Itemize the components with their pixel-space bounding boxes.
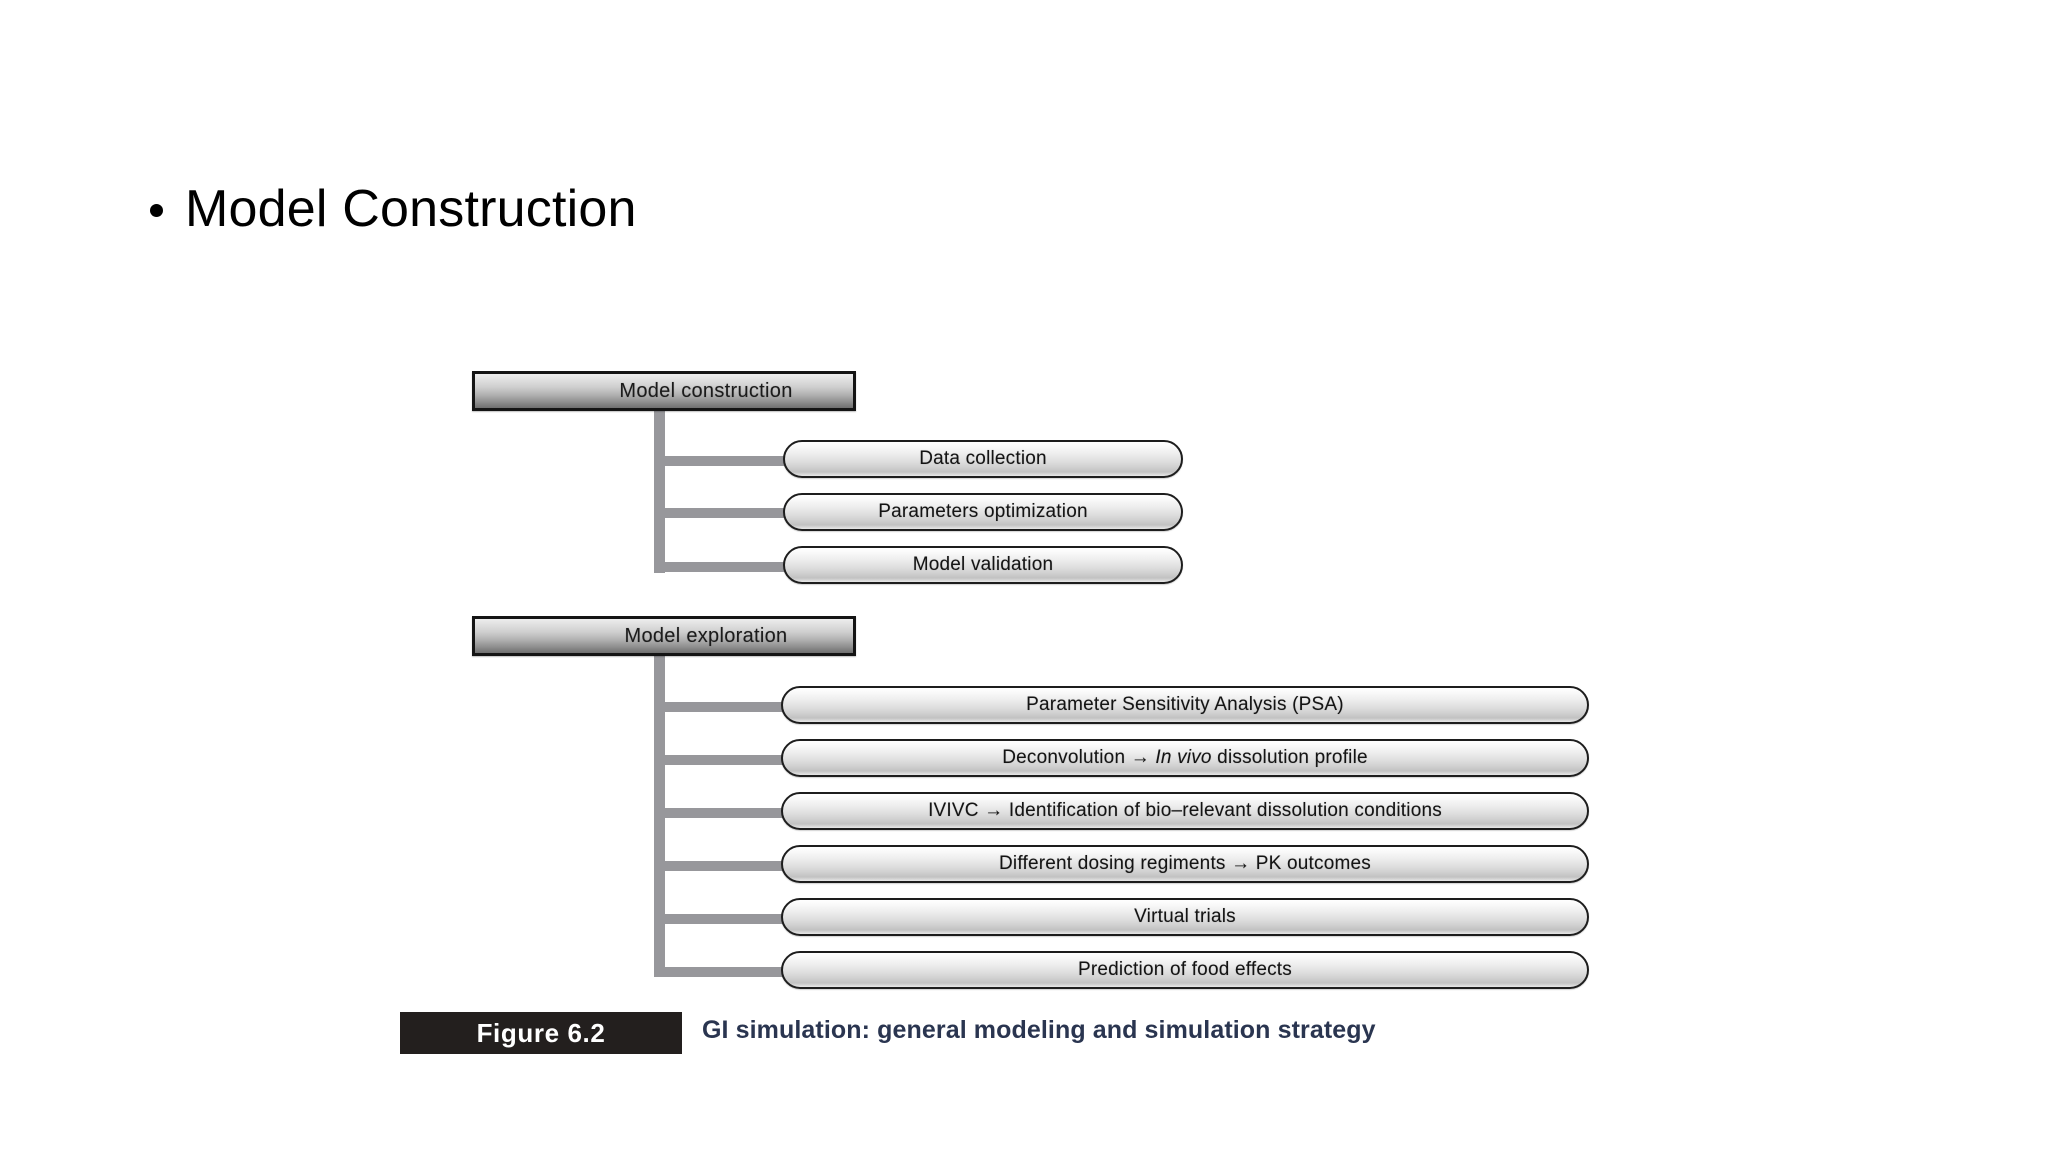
- node-pill-label-italic: In vivo: [1155, 747, 1212, 768]
- node-pill-label-pre: Deconvolution →: [1002, 747, 1156, 768]
- node-pill-label: Data collection: [919, 448, 1047, 469]
- connector-branch-2-6: [654, 967, 784, 977]
- node-pill-virtual-trials[interactable]: Virtual trials: [781, 898, 1589, 936]
- node-pill-label: Parameter Sensitivity Analysis (PSA): [1026, 694, 1344, 715]
- node-pill-label-post: dissolution profile: [1211, 747, 1368, 768]
- node-pill-ivivc[interactable]: IVIVC → Identification of bio–relevant d…: [781, 792, 1589, 830]
- node-pill-label: Prediction of food effects: [1078, 959, 1292, 980]
- figure-number-badge: Figure 6.2: [400, 1012, 682, 1054]
- connector-branch-2-2: [654, 755, 784, 765]
- node-pill-model-validation[interactable]: Model validation: [783, 546, 1183, 584]
- connector-branch-2-3: [654, 808, 784, 818]
- figure-caption-text: GI simulation: general modeling and simu…: [702, 1016, 1376, 1044]
- connector-branch-2-5: [654, 914, 784, 924]
- node-pill-data-collection[interactable]: Data collection: [783, 440, 1183, 478]
- connector-stub-group-1: [654, 405, 665, 417]
- connector-branch-2-4: [654, 861, 784, 871]
- node-pill-label: Virtual trials: [1134, 906, 1236, 927]
- node-header-model-construction[interactable]: Model construction: [472, 371, 856, 411]
- node-pill-deconvolution[interactable]: Deconvolution → In vivo dissolution prof…: [781, 739, 1589, 777]
- node-header-model-exploration[interactable]: Model exploration: [472, 616, 856, 656]
- node-pill-label: IVIVC → Identification of bio–relevant d…: [928, 800, 1442, 821]
- node-pill-label: Parameters optimization: [878, 501, 1088, 522]
- page-title: Model Construction: [185, 180, 637, 238]
- connector-branch-1-1: [654, 456, 788, 466]
- node-pill-parameters-optimization[interactable]: Parameters optimization: [783, 493, 1183, 531]
- node-header-label: Model exploration: [624, 624, 788, 647]
- node-pill-parameter-sensitivity-analysis[interactable]: Parameter Sensitivity Analysis (PSA): [781, 686, 1589, 724]
- connector-stub-group-2: [654, 650, 665, 662]
- connector-branch-2-1: [654, 702, 784, 712]
- node-header-label: Model construction: [619, 379, 793, 402]
- connector-trunk-group-1: [654, 410, 665, 573]
- figure-number-label: Figure 6.2: [476, 1017, 606, 1048]
- node-pill-label: Model validation: [912, 554, 1054, 575]
- connector-branch-1-3: [654, 562, 788, 572]
- node-pill-label: Deconvolution → In vivo dissolution prof…: [1002, 747, 1368, 769]
- node-pill-prediction-of-food-effects[interactable]: Prediction of food effects: [781, 951, 1589, 989]
- node-pill-different-dosing-regiments[interactable]: Different dosing regiments → PK outcomes: [781, 845, 1589, 883]
- connector-branch-1-2: [654, 508, 788, 518]
- figure-caption: Figure 6.2 GI simulation: general modeli…: [400, 1012, 1376, 1054]
- bullet-dot-icon: [150, 204, 163, 217]
- node-pill-label: Different dosing regiments → PK outcomes: [999, 853, 1371, 874]
- slide-heading-bullet-item: Model Construction: [150, 182, 637, 237]
